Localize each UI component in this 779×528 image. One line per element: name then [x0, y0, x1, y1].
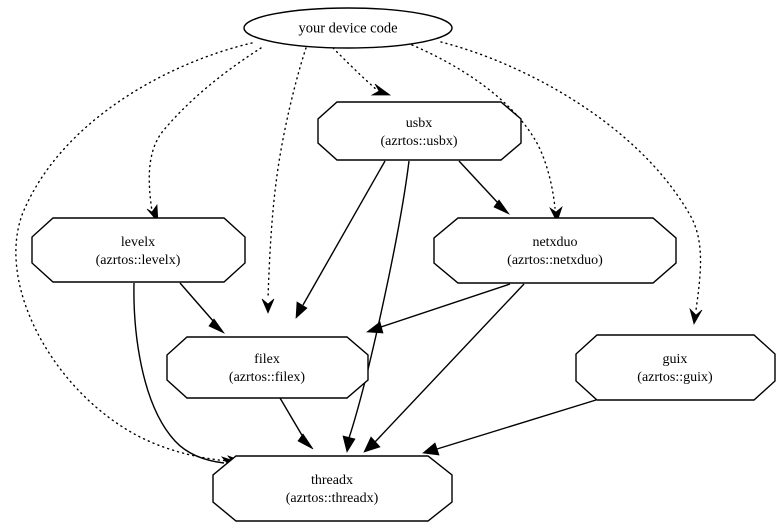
edge-usbx-netxduo [458, 160, 511, 215]
node-threadx[interactable]: threadx (azrtos::threadx) [212, 455, 453, 522]
node-threadx-label-package: (azrtos::threadx) [286, 491, 379, 506]
edge-device-filex [261, 47, 307, 314]
node-usbx-shape[interactable] [317, 101, 522, 161]
node-guix-label-name: guix [663, 352, 688, 367]
node-usbx[interactable]: usbx (azrtos::usbx) [317, 101, 522, 161]
edge-device-guix [440, 41, 703, 325]
node-threadx-label-name: threadx [311, 473, 353, 488]
node-levelx[interactable]: levelx (azrtos::levelx) [31, 217, 246, 283]
edge-levelx-filex [179, 282, 226, 334]
edge-group-dotted [15, 41, 703, 467]
node-threadx-shape[interactable] [212, 455, 453, 522]
node-guix-label-package: (azrtos::guix) [637, 370, 713, 385]
edge-netxduo-threadx [363, 283, 525, 453]
node-levelx-shape[interactable] [31, 217, 246, 283]
node-usbx-label-name: usbx [406, 116, 432, 131]
node-netxduo-label-package: (azrtos::netxduo) [507, 253, 603, 268]
edge-usbx-filex [295, 160, 386, 319]
edge-device-usbx [332, 47, 392, 96]
node-device-label: your device code [298, 20, 397, 36]
node-levelx-label-name: levelx [121, 235, 155, 250]
node-filex-label-name: filex [254, 352, 280, 367]
edge-filex-threadx [279, 397, 314, 450]
node-netxduo[interactable]: netxduo (azrtos::netxduo) [433, 217, 677, 284]
node-usbx-label-package: (azrtos::usbx) [381, 134, 458, 149]
node-device-shape[interactable] [243, 7, 453, 49]
node-filex[interactable]: filex (azrtos::filex) [166, 336, 369, 399]
edge-usbx-threadx [342, 160, 410, 453]
node-filex-shape[interactable] [166, 336, 369, 399]
edge-group-solid [133, 160, 597, 469]
node-netxduo-label-name: netxduo [532, 235, 577, 250]
node-guix-shape[interactable] [575, 334, 776, 401]
edge-netxduo-filex [366, 283, 511, 334]
node-filex-label-package: (azrtos::filex) [229, 370, 306, 385]
node-guix[interactable]: guix (azrtos::guix) [575, 334, 776, 401]
edge-device-levelx [146, 47, 262, 224]
node-device[interactable]: your device code [243, 7, 453, 49]
node-levelx-label-package: (azrtos::levelx) [96, 253, 181, 268]
node-netxduo-shape[interactable] [433, 217, 677, 284]
edge-guix-threadx [422, 399, 597, 456]
